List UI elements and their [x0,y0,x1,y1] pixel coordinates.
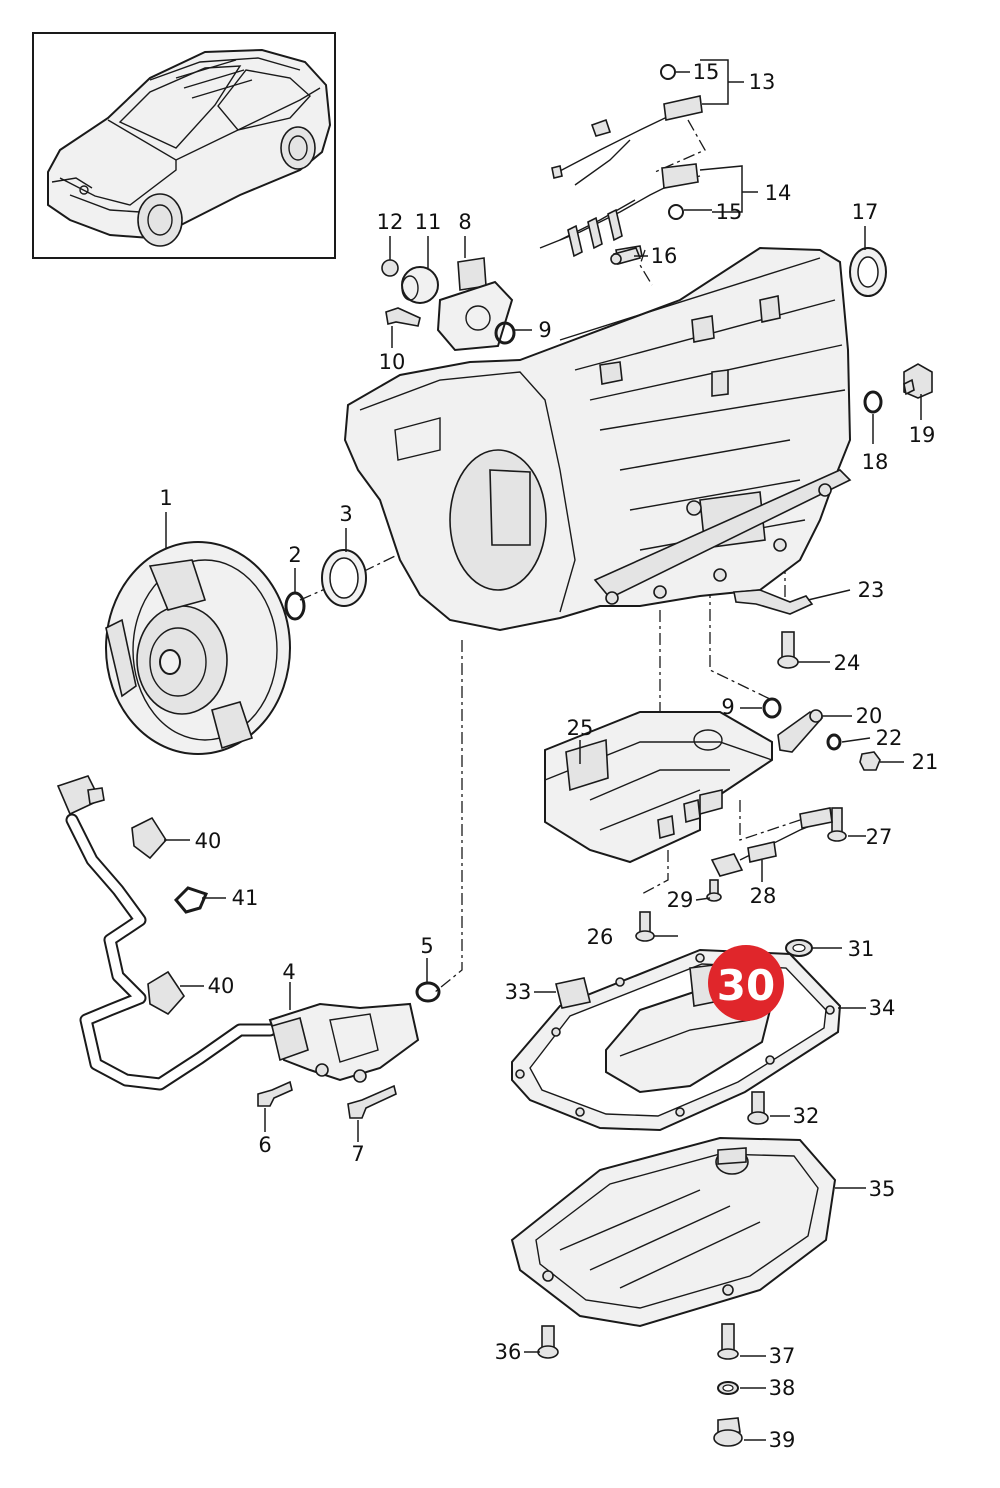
cable-bracket-11 [401,266,439,304]
washer-22 [826,733,842,751]
callout-21[interactable]: 21 [912,750,939,774]
callout-39[interactable]: 39 [769,1428,796,1452]
nut-12 [381,259,399,277]
clip-41 [173,886,209,914]
callout-22[interactable]: 22 [876,726,903,750]
callout-17[interactable]: 17 [852,200,879,224]
retaining-clip-40-upper [131,816,167,860]
callout-9-lower[interactable]: 9 [721,695,734,719]
callout-37[interactable]: 37 [769,1344,796,1368]
plug-39 [713,1417,743,1447]
highlight-marker-30[interactable]: 30 [708,945,784,1021]
callout-29[interactable]: 29 [667,888,694,912]
bolt-10 [385,307,421,327]
bolt-24 [777,631,799,669]
callout-27[interactable]: 27 [866,825,893,849]
callout-4[interactable]: 4 [282,960,295,984]
seal-ring-9-lower [762,697,782,719]
callout-15-upper[interactable]: 15 [693,60,720,84]
connector-28 [739,807,833,863]
callout-15-lower[interactable]: 15 [716,200,743,224]
callout-40-upper[interactable]: 40 [195,829,222,853]
callout-35[interactable]: 35 [869,1177,896,1201]
seal-ring-38 [717,1381,739,1395]
flange-seal-17 [849,247,887,297]
callout-26[interactable]: 26 [587,925,614,949]
screw-plug-19 [903,363,933,399]
callout-7[interactable]: 7 [351,1142,364,1166]
callout-2[interactable]: 2 [288,543,301,567]
o-ring-seal-2 [284,591,306,621]
callout-32[interactable]: 32 [793,1104,820,1128]
callout-3[interactable]: 3 [339,502,352,526]
suv-illustration [47,48,332,247]
callout-8[interactable]: 8 [458,210,471,234]
bolt-16 [610,247,642,265]
callout-34[interactable]: 34 [869,996,896,1020]
vehicle-inset [32,32,336,259]
callout-5[interactable]: 5 [420,934,433,958]
seal-ring-18 [863,390,883,414]
oil-pan-35 [510,1136,837,1328]
drain-plug-33 [555,977,591,1009]
callout-38[interactable]: 38 [769,1376,796,1400]
callout-20[interactable]: 20 [856,704,883,728]
callout-9-upper[interactable]: 9 [538,318,551,342]
o-ring-5 [415,981,441,1003]
lever-20 [777,709,824,753]
callout-11[interactable]: 11 [415,210,442,234]
callout-14[interactable]: 14 [765,181,792,205]
callout-25[interactable]: 25 [567,716,594,740]
bolt-6 [257,1080,293,1107]
callout-24[interactable]: 24 [834,651,861,675]
control-valve-body-25 [544,711,773,864]
callout-13[interactable]: 13 [749,70,776,94]
callout-1[interactable]: 1 [159,486,172,510]
torque-converter [105,541,291,755]
retaining-clip-40-lower [147,970,186,1016]
callout-36[interactable]: 36 [495,1340,522,1364]
leader-lines [164,59,922,1441]
callout-16[interactable]: 16 [651,244,678,268]
callout-10[interactable]: 10 [379,350,406,374]
wiring-harness-13 [551,64,703,186]
transmission-housing [343,246,852,632]
highlight-label: 30 [717,961,775,1010]
callout-labels: 1 2 3 4 5 6 7 8 9 9 10 11 12 13 14 15 15… [159,60,938,1452]
oil-line-assembly [56,775,277,1091]
bolt-7 [347,1084,397,1119]
shaft-seal-3 [321,549,367,607]
callout-33[interactable]: 33 [505,980,532,1004]
callout-40-lower[interactable]: 40 [208,974,235,998]
position-sensor-8 [436,257,514,352]
bolt-29 [706,853,744,902]
bolt-26 [635,911,655,942]
callout-12[interactable]: 12 [377,210,404,234]
bracket-23 [733,589,814,615]
callout-28[interactable]: 28 [750,884,777,908]
seal-ring-9-upper [494,321,516,345]
callout-6[interactable]: 6 [258,1133,271,1157]
selector-lever-module-4 [268,1002,420,1083]
seal-ring-31 [785,939,813,957]
callout-18[interactable]: 18 [862,450,889,474]
callout-23[interactable]: 23 [858,578,885,602]
bolt-37 [717,1323,739,1360]
callout-41[interactable]: 41 [232,886,259,910]
bolt-36 [537,1325,559,1359]
callout-31[interactable]: 31 [848,937,875,961]
callout-19[interactable]: 19 [909,423,936,447]
bolt-32 [747,1091,769,1125]
nut-21 [859,751,881,771]
